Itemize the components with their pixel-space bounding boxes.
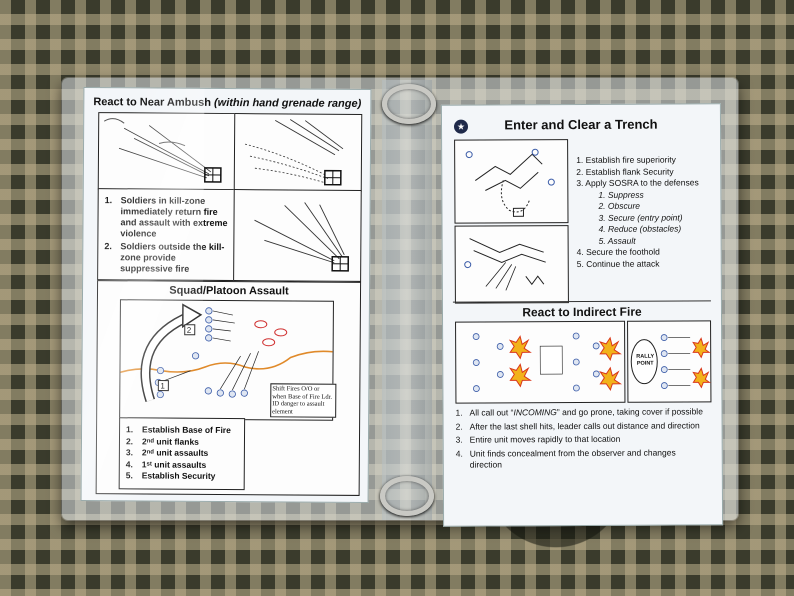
assault-diagram: 2 1 Shift Fires O/O or when Base of Fire… — [119, 299, 337, 421]
indirect-sketch-2: RALLY POINT — [627, 320, 712, 403]
assault-section: Squad/Platoon Assault — [95, 280, 362, 496]
indirect-steps-list: 1.All call out “INCOMING” and go prone, … — [455, 406, 709, 471]
trench-sketch-2-drawing — [464, 238, 546, 291]
trench-steps-list: 1. Establish fire superiority 2. Establi… — [568, 154, 727, 270]
indirect-title: React to Indirect Fire — [522, 304, 642, 320]
trench-step: 1. Establish fire superiority — [576, 154, 676, 166]
assault-diagram-drawing — [120, 303, 333, 403]
trench-title: Enter and Clear a Trench — [504, 116, 658, 133]
ambush-steps-list: 1. Soldiers in kill-zone immediately ret… — [104, 195, 229, 275]
trench-card: ★ Enter and Clear a Trench 1. Establish … — [440, 103, 724, 527]
trench-step: 5. Continue the attack — [576, 258, 660, 269]
near-ambush-card: React to Near Ambush (within hand grenad… — [80, 86, 372, 504]
assault-step: 1.Establish Base of Fire — [126, 424, 231, 436]
unit-1-label: 1 — [160, 381, 165, 391]
ambush-title-paren: (within hand grenade range) — [213, 96, 362, 110]
trench-step: 2. Establish flank Security — [576, 166, 674, 177]
sosra-list: 1. Suppress 2. Obscure 3. Secure (entry … — [576, 189, 726, 247]
sosra-item: 2. Obscure — [598, 200, 641, 211]
shift-fires-note: Shift Fires O/O or when Base of Fire Ldr… — [270, 383, 337, 418]
binder-ring-top — [382, 84, 436, 124]
indirect-step: 2.After the last shell hits, leader call… — [455, 419, 700, 432]
binder-spine — [382, 80, 432, 520]
trench-sketch-1-drawing — [465, 148, 555, 217]
indirect-step: 3.Entire unit moves rapidly to that loca… — [455, 433, 621, 445]
sosra-item: 5. Assault — [598, 235, 636, 246]
ambush-title: React to Near Ambush (within hand grenad… — [84, 96, 370, 110]
indirect-sketch-1-drawing — [472, 332, 623, 392]
ambush-step: 1. Soldiers in kill-zone immediately ret… — [104, 195, 228, 239]
ambush-sketch-2-drawing — [244, 119, 344, 186]
indirect-sketch-1 — [455, 320, 626, 404]
section-divider — [452, 300, 711, 303]
trench-step: 3. Apply SOSRA to the defenses 1. Suppre… — [576, 177, 726, 247]
sosra-item: 1. Suppress — [598, 189, 644, 200]
ambush-steps-box: 1. Soldiers in kill-zone immediately ret… — [97, 188, 236, 282]
assault-title: Squad/Platoon Assault — [169, 284, 289, 298]
binder-ring-bottom — [380, 476, 434, 516]
trench-sketch-1 — [454, 139, 569, 224]
indirect-step: 1.All call out “INCOMING” and go prone, … — [455, 406, 703, 418]
rally-point-label: RALLY POINT — [636, 353, 655, 367]
sosra-item: 4. Reduce (obstacles) — [598, 223, 682, 234]
trench-sketch-2 — [454, 225, 569, 304]
assault-step: 5.Establish Security — [125, 470, 216, 481]
trench-step: 4. Secure the foothold — [576, 246, 660, 258]
sosra-item: 3. Secure (entry point) — [598, 211, 683, 223]
indirect-sketch-2-drawing — [630, 334, 711, 389]
ambush-sketch-1-drawing — [103, 118, 222, 183]
indirect-step: 4.Unit finds concealment from the observ… — [455, 447, 676, 470]
ambush-title-main: React to Near Ambush — [93, 96, 211, 109]
ambush-sketch-3-drawing — [254, 202, 350, 272]
ambush-step: 2. Soldiers outside the kill-zone provid… — [104, 241, 225, 274]
ambush-sketch-2 — [233, 113, 363, 192]
ambush-sketch-1 — [97, 112, 237, 192]
ambush-sketch-3 — [233, 189, 362, 282]
unit-2-label: 2 — [186, 325, 192, 335]
